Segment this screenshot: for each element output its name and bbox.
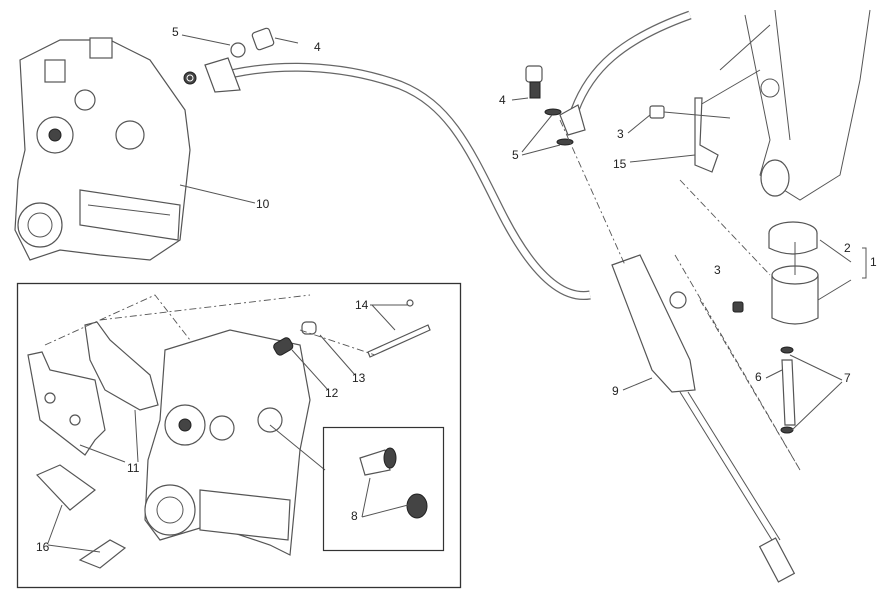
banjo-bolt-top — [183, 27, 275, 93]
callout-6: 6 — [755, 370, 762, 384]
leader-lines — [47, 34, 843, 553]
callout-4-top: 4 — [314, 40, 321, 54]
piston-detail — [359, 447, 428, 519]
brake-hose — [213, 10, 692, 301]
assembly-dashed-lines — [559, 119, 801, 471]
master-cylinder — [611, 254, 796, 583]
callout-13: 13 — [352, 371, 366, 385]
callout-5-master: 5 — [512, 148, 519, 162]
piston-detail-frame — [322, 426, 445, 552]
callout-7: 7 — [844, 371, 851, 385]
reservoir — [732, 221, 867, 434]
pad-springs — [35, 464, 127, 569]
callout-2: 2 — [844, 241, 851, 255]
callout-11: 11 — [127, 461, 140, 475]
callout-1: 1 — [870, 255, 877, 269]
brake-pads — [27, 321, 159, 456]
callout-10: 10 — [256, 197, 270, 211]
inset-frame — [16, 282, 462, 589]
callout-5-top: 5 — [172, 25, 179, 39]
frame-section — [699, 9, 871, 201]
callout-4-master: 4 — [499, 93, 506, 107]
callout-16: 16 — [36, 540, 50, 554]
banjo-bolt-master — [525, 65, 586, 146]
callout-15: 15 — [613, 157, 627, 171]
callout-14: 14 — [355, 298, 369, 312]
callout-3-top: 3 — [617, 127, 624, 141]
rear-caliper — [14, 37, 191, 261]
callout-12: 12 — [325, 386, 339, 400]
callout-9: 9 — [612, 384, 619, 398]
inset-small-parts — [44, 294, 431, 471]
callout-3-reservoir: 3 — [714, 263, 721, 277]
inset-caliper — [144, 329, 311, 556]
bracket — [649, 97, 731, 173]
callout-8: 8 — [351, 509, 358, 523]
